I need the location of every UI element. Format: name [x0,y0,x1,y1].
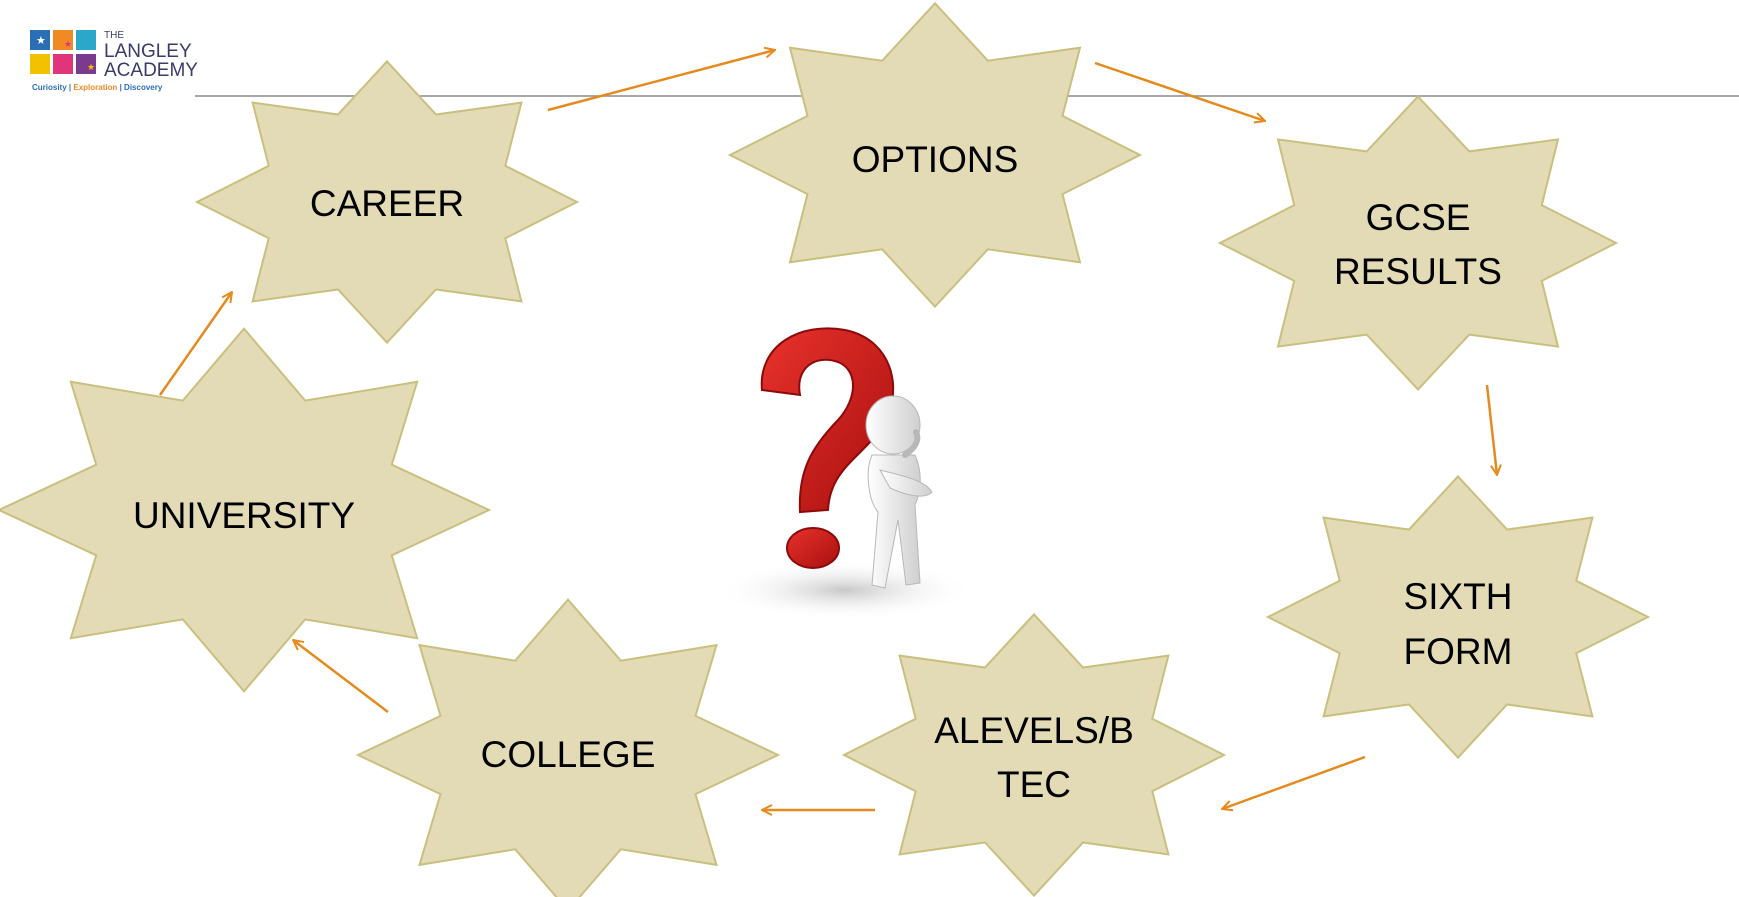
arrow-career-to-options [547,50,775,112]
node-alevels: ALEVELS/B TEC [841,612,1227,897]
node-sixth: SIXTH FORM [1265,474,1651,760]
logo-square [30,54,50,74]
school-logo: ★ ★ ★ The Langley Academy Curiosity | Ex… [30,30,198,92]
node-label: COLLEGE [481,734,656,775]
node-label: ALEVELS/B [934,710,1134,751]
logo-square [76,30,96,50]
logo-star-glyph: ★ [36,35,46,47]
logo-line-1: The [104,30,124,41]
star-shape [0,327,492,693]
logo-square [53,30,73,50]
question-mark-figure-image [715,327,975,620]
logo-tagline-part: | Discovery [117,83,162,92]
logo-tagline-part: Exploration [73,83,117,92]
figure-shadow [715,560,975,620]
arrow-gcse-to-sixth [1485,384,1497,475]
logo-tagline-part: Curiosity | [32,83,73,92]
star-shape [1265,474,1651,760]
node-label: OPTIONS [852,139,1019,180]
arrow-college-to-university [293,640,389,713]
star-shape [1217,95,1619,391]
node-career: CAREER [194,59,580,345]
question-mark-icon [760,327,895,569]
thinking-figure [865,395,933,589]
node-label: RESULTS [1334,251,1502,292]
logo-square [76,54,96,74]
arrow-sixth-to-alevels [1222,755,1366,809]
logo-square [30,30,50,50]
arrow-university-to-career [158,292,232,396]
node-options: OPTIONS [727,1,1143,309]
node-label: CAREER [310,183,464,224]
star-shape [841,612,1227,897]
arrow-options-to-gcse [1094,61,1265,121]
logo-tagline: Curiosity | Exploration | Discovery [32,83,163,92]
node-label: FORM [1404,631,1513,672]
star-shape [194,59,580,345]
node-gcse: GCSE RESULTS [1217,95,1619,391]
node-label: GCSE [1366,197,1471,238]
logo-square [53,54,73,74]
logo-star-glyph: ★ [64,39,72,49]
node-label: UNIVERSITY [133,495,355,536]
logo-star-glyph: ★ [87,62,95,72]
node-college: COLLEGE [355,598,781,897]
node-label: TEC [997,764,1071,805]
node-label: SIXTH [1404,576,1513,617]
star-shape [727,1,1143,309]
logo-line-2: Langley [104,41,192,62]
star-shape [355,598,781,897]
flow-arrows [158,50,1497,810]
node-university: UNIVERSITY [0,327,492,693]
career-path-nodes: CAREER OPTIONS GCSE RESULTS SIXTH FORM ALEVELS… [0,1,1651,897]
logo-line-3: Academy [104,60,198,81]
